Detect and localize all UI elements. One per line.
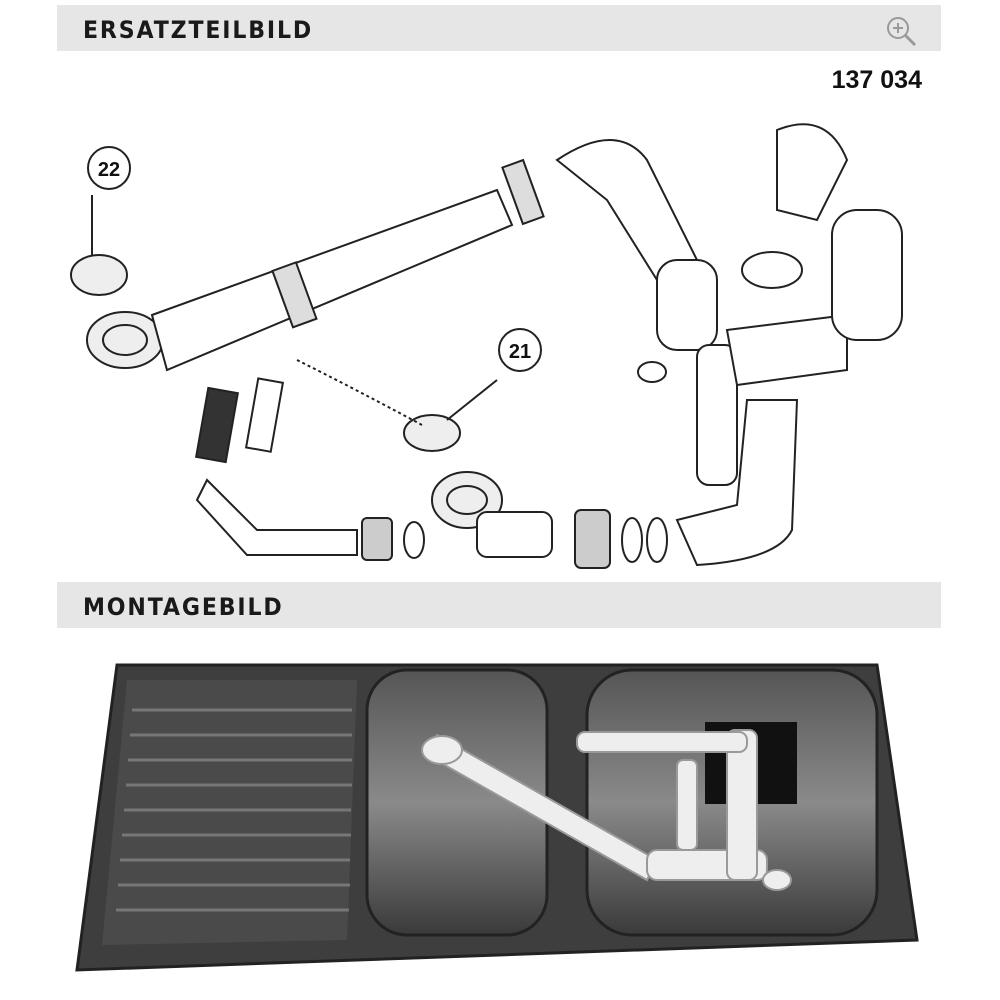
spare-parts-title: ERSATZTEILBILD: [83, 16, 314, 44]
exploded-parts-diagram: 22 21: [70, 123, 903, 569]
spare-parts-header: ERSATZTEILBILD: [57, 5, 941, 51]
assembly-header: MONTAGEBILD: [57, 582, 941, 628]
assembly-photo: [75, 663, 919, 972]
callout-21: 21: [509, 341, 531, 363]
zoom-in-icon[interactable]: [883, 13, 919, 49]
part-number: 137 034: [831, 66, 922, 94]
callout-22: 22: [98, 159, 120, 181]
assembly-title: MONTAGEBILD: [83, 593, 284, 621]
